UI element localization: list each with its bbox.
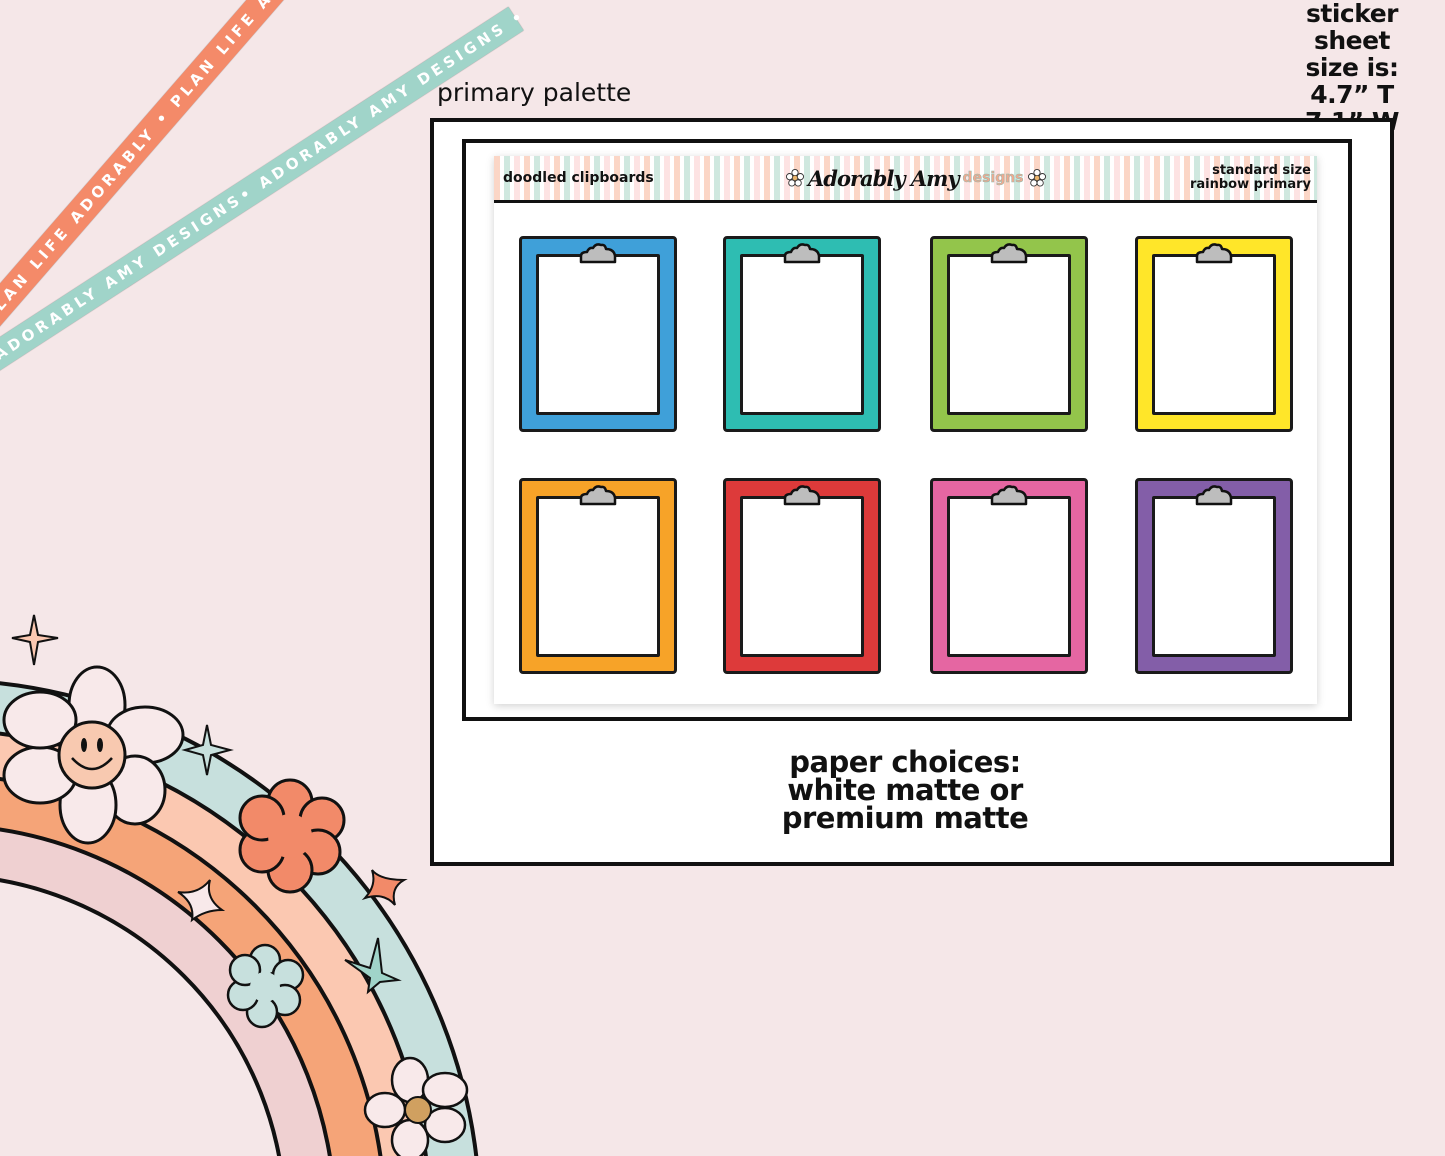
brand-script: Adorably Amy bbox=[808, 165, 960, 191]
sparkle-icon bbox=[361, 869, 408, 906]
clipboard-sticker-green bbox=[930, 236, 1088, 432]
clipboard-paper bbox=[740, 254, 864, 415]
clipboard-clip-icon bbox=[783, 485, 821, 506]
sheet-title: doodled clipboards bbox=[503, 170, 654, 186]
clipboard-clip-icon bbox=[990, 485, 1028, 506]
paper-choices-line: white matte or bbox=[787, 773, 1023, 807]
clipboard-clip-icon bbox=[1195, 243, 1233, 264]
spec-line: 4.7” T bbox=[1310, 80, 1394, 109]
clipboard-clip-icon bbox=[783, 243, 821, 264]
daisy-icon bbox=[786, 169, 804, 187]
clipboard-paper bbox=[947, 254, 1071, 415]
teal-flower-icon bbox=[226, 943, 305, 1029]
clipboard-sticker-red bbox=[723, 478, 881, 674]
brand-logo: Adorably Amy designs bbox=[786, 164, 1046, 192]
sheet-size-spec: sticker sheet size is: 4.7” T 7.1” W bbox=[1267, 0, 1437, 135]
clipboard-paper bbox=[1152, 496, 1276, 657]
clipboard-clip-icon bbox=[1195, 485, 1233, 506]
clipboard-sticker-orange bbox=[519, 478, 677, 674]
palette-label: primary palette bbox=[437, 78, 632, 107]
clipboard-sticker-teal bbox=[723, 236, 881, 432]
star-icon bbox=[344, 937, 402, 995]
spec-line: sticker sheet bbox=[1306, 0, 1398, 55]
coral-flower-icon bbox=[238, 778, 346, 894]
clipboard-clip-icon bbox=[579, 243, 617, 264]
sparkle-icon bbox=[181, 724, 234, 776]
clipboard-sticker-blue bbox=[519, 236, 677, 432]
clipboard-sticker-purple bbox=[1135, 478, 1293, 674]
paper-choices-line: premium matte bbox=[781, 801, 1029, 835]
clipboard-paper bbox=[1152, 254, 1276, 415]
clipboard-paper bbox=[536, 496, 660, 657]
rainbow-decoration bbox=[0, 614, 479, 1156]
paper-choices-line: paper choices: bbox=[789, 745, 1021, 779]
sheet-size-label: standard size rainbow primary bbox=[1190, 164, 1311, 192]
clipboard-paper bbox=[536, 254, 660, 415]
size-line: rainbow primary bbox=[1189, 177, 1311, 192]
clipboard-paper bbox=[740, 496, 864, 657]
smiley-flower-icon bbox=[2, 665, 185, 845]
sparkle-icon bbox=[11, 614, 59, 666]
spec-line: size is: bbox=[1305, 53, 1399, 82]
paper-choices: paper choices: white matte or premium ma… bbox=[760, 745, 1050, 835]
brand-designs: designs bbox=[962, 170, 1024, 187]
clipboard-clip-icon bbox=[579, 485, 617, 506]
clipboard-paper bbox=[947, 496, 1071, 657]
clipboard-sticker-yellow bbox=[1135, 236, 1293, 432]
sparkle-icon bbox=[177, 879, 226, 923]
size-line: standard size bbox=[1212, 163, 1311, 178]
daisy-icon bbox=[1027, 169, 1046, 187]
clipboard-clip-icon bbox=[990, 243, 1028, 264]
clipboard-sticker-pink bbox=[930, 478, 1088, 674]
sheet-header: doodled clipboards Adorably Amy designs … bbox=[494, 156, 1317, 203]
